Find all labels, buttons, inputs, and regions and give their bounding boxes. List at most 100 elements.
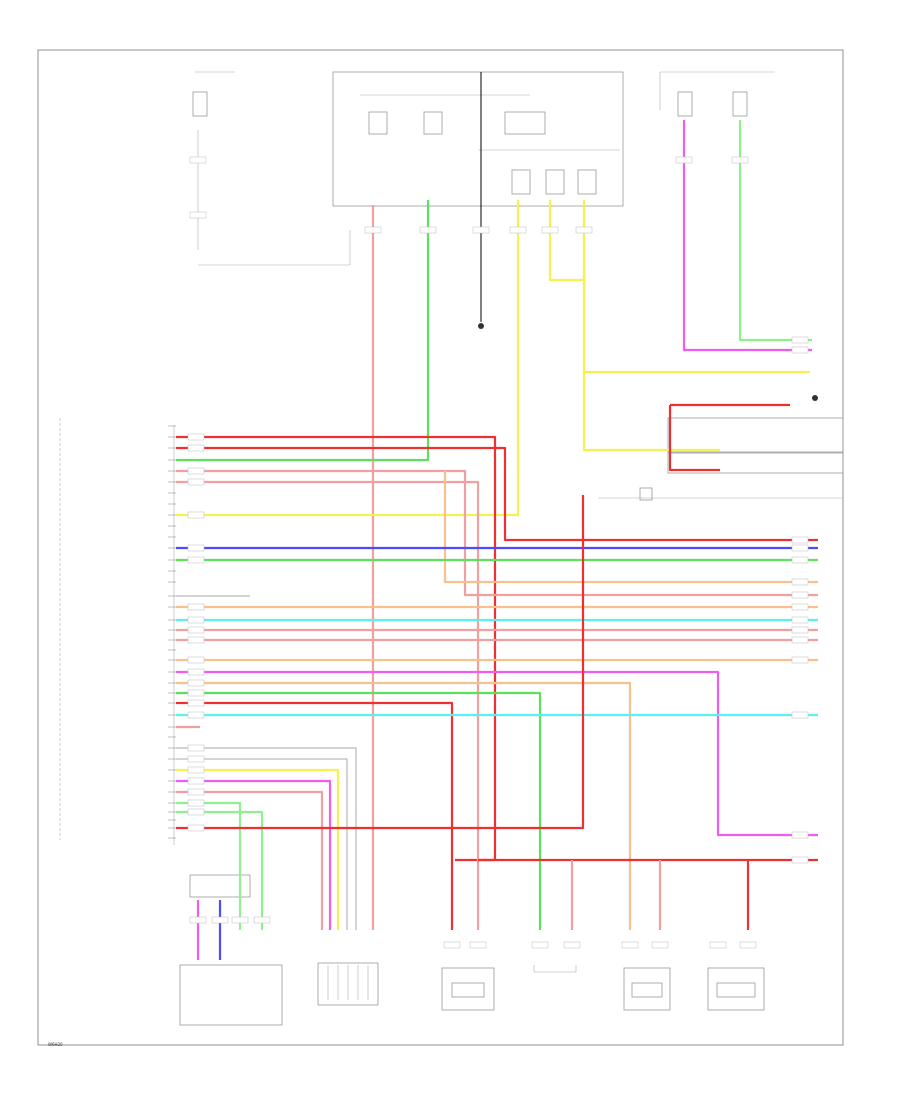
- wire-tag-49: [189, 156, 207, 164]
- wire-tag-20: [187, 766, 205, 774]
- wire-tag-group: [187, 156, 809, 949]
- wire-tag-51: [443, 941, 461, 949]
- wire-magenta-25: [176, 670, 818, 837]
- wire-tag-50: [189, 211, 207, 219]
- wire-group: [176, 72, 818, 960]
- wire-tag-17: [187, 711, 205, 719]
- wire-tag-42: [419, 226, 437, 234]
- wire-green-2: [176, 200, 430, 462]
- comp-bottom-5: [623, 967, 671, 1011]
- wire-tag-53: [531, 941, 549, 949]
- wire-tag-3: [187, 467, 205, 475]
- wire-tag-31: [791, 578, 809, 586]
- top-right-fuse-block: [659, 71, 775, 117]
- wire-red-13: [176, 446, 818, 542]
- wire-tag-47: [675, 156, 693, 164]
- wire-tag-14: [187, 679, 205, 687]
- wire-red-12: [176, 435, 497, 862]
- wire-tag-27: [791, 346, 809, 354]
- wire-tag-56: [651, 941, 669, 949]
- page-code: W6H20: [48, 1042, 63, 1047]
- wire-magenta-8: [682, 120, 812, 352]
- diagram-border: [37, 49, 844, 1046]
- wire-tag-33: [791, 603, 809, 611]
- wire-tag-29: [791, 544, 809, 552]
- comp-bottom-6: [707, 967, 765, 1011]
- wire-green-27: [176, 691, 542, 930]
- wire-tag-57: [709, 941, 727, 949]
- wire-tag-16: [187, 699, 205, 707]
- wire-pink-14: [176, 469, 818, 597]
- wire-tag-5: [187, 511, 205, 519]
- wire-magenta-34: [176, 779, 332, 930]
- wire-pink-15: [176, 480, 480, 930]
- wire-red-38: [176, 495, 585, 830]
- wire-tag-45: [541, 226, 559, 234]
- wire-tag-11: [187, 636, 205, 644]
- wire-lightgreen-9: [738, 120, 812, 342]
- wire-tag-58: [739, 941, 757, 949]
- wire-gray-32: [176, 758, 348, 930]
- wire-tag-39: [791, 831, 809, 839]
- wire-yellow-6: [582, 200, 810, 374]
- wire-tag-35: [791, 626, 809, 634]
- wire-red-11: [668, 405, 720, 472]
- wire-tag-7: [187, 556, 205, 564]
- wire-tag-4: [187, 478, 205, 486]
- wire-tag-48: [731, 156, 749, 164]
- wire-orange-16: [443, 471, 818, 584]
- wire-tag-22: [187, 788, 205, 796]
- comp-bottom-1: [179, 874, 283, 1026]
- wire-tag-13: [187, 668, 205, 676]
- wire-tag-54: [563, 941, 581, 949]
- wire-tag-37: [791, 656, 809, 664]
- wire-yellow-4: [176, 200, 520, 517]
- wire-tag-32: [791, 591, 809, 599]
- wire-yellow-33: [176, 768, 340, 930]
- relay-block-center: [332, 71, 624, 207]
- wire-yellow-5: [548, 200, 584, 282]
- wire-tag-36: [791, 636, 809, 644]
- comp-bottom-4: [533, 965, 577, 973]
- wire-tag-40: [791, 856, 809, 864]
- wire-tag-12: [187, 656, 205, 664]
- wire-tag-38: [791, 711, 809, 719]
- wire-tag-21: [187, 777, 205, 785]
- wire-tag-62: [211, 916, 229, 924]
- wire-tag-18: [187, 744, 205, 752]
- wire-tag-55: [621, 941, 639, 949]
- ground-symbol-top: [478, 323, 484, 329]
- wire-tag-25: [187, 824, 205, 832]
- wire-lightgreen-36: [176, 801, 242, 930]
- wire-tag-34: [791, 616, 809, 624]
- wire-tag-23: [187, 799, 205, 807]
- wire-tag-6: [187, 544, 205, 552]
- wire-tag-1: [187, 433, 205, 441]
- wire-orange-26: [176, 681, 632, 930]
- wire-yellow-7: [582, 372, 720, 452]
- wire-tag-8: [187, 603, 205, 611]
- wire-tag-43: [472, 226, 490, 234]
- wire-tag-19: [187, 755, 205, 763]
- comp-bottom-3: [441, 967, 495, 1011]
- ground-symbol-right: [812, 395, 818, 401]
- wire-tag-59: [231, 916, 249, 924]
- wire-tag-26: [791, 336, 809, 344]
- wire-tag-30: [791, 556, 809, 564]
- comp-bottom-2: [317, 962, 379, 1006]
- right-connector-boxes: [598, 417, 844, 501]
- wire-lightgreen-37: [176, 810, 264, 930]
- wire-tag-24: [187, 808, 205, 816]
- wire-pink-35: [176, 790, 324, 930]
- wire-red-28: [176, 701, 454, 930]
- wire-tag-46: [575, 226, 593, 234]
- wire-gray-31: [176, 747, 357, 930]
- wire-tag-60: [253, 916, 271, 924]
- wire-tag-61: [189, 916, 207, 924]
- wire-tag-44: [509, 226, 527, 234]
- wire-tag-9: [187, 616, 205, 624]
- wire-tag-28: [791, 536, 809, 544]
- wire-tag-2: [187, 444, 205, 452]
